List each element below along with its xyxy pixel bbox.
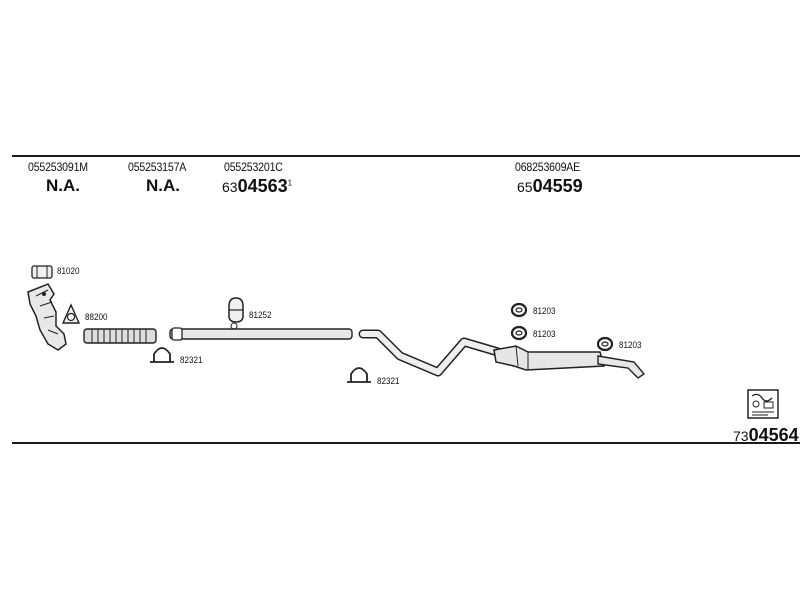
front-pipe-part [27, 283, 67, 351]
clamp-front-part [150, 347, 174, 363]
rubber-ring-part [596, 336, 614, 352]
ref-sup: 1 [287, 178, 293, 188]
rubber-ring-part [510, 325, 528, 341]
top-divider [12, 155, 800, 157]
ref-main: 04563 [237, 176, 288, 196]
gasket-part [61, 303, 81, 324]
flex-pipe-part [83, 328, 157, 344]
label-hanger: 81252 [249, 310, 272, 321]
rubber-ring-part [510, 302, 528, 318]
part-number-rear-silencer: 068253609AE [515, 160, 581, 174]
middle-pipe-part [169, 327, 353, 341]
ref-rear-silencer: 6504559 [517, 177, 583, 196]
label-ring-1: 81203 [533, 306, 556, 317]
label-ring-3: 81203 [619, 340, 642, 351]
na-front-pipe: N.A. [46, 176, 80, 195]
label-ring-2: 81203 [533, 329, 556, 340]
label-clamp-mid: 82321 [377, 376, 400, 387]
hanger-part [228, 297, 244, 330]
rear-silencer-part [493, 345, 646, 379]
na-flex-pipe: N.A. [146, 176, 180, 195]
bottom-divider [12, 442, 800, 444]
part-number-flex-pipe: 055253157A [128, 160, 187, 174]
ref-middle-pipe: 63045631 [222, 177, 292, 196]
label-gasket: 88200 [85, 312, 108, 323]
rear-pipe-part [358, 329, 503, 377]
kit-box-icon [747, 389, 779, 419]
part-number-front-pipe: 055253091M [28, 160, 88, 174]
bracket-part [31, 265, 53, 279]
part-number-middle-pipe: 055253201C [224, 160, 283, 174]
label-bracket: 81020 [57, 266, 80, 277]
kit-ref-prefix: 73 [733, 428, 749, 444]
ref-prefix: 63 [222, 179, 238, 195]
ref-prefix: 65 [517, 179, 533, 195]
label-clamp-front: 82321 [180, 355, 203, 366]
kit-reference: 7304564 [733, 426, 799, 445]
clamp-mid-part [347, 367, 371, 383]
kit-ref-main: 04564 [748, 425, 799, 445]
ref-main: 04559 [532, 176, 583, 196]
